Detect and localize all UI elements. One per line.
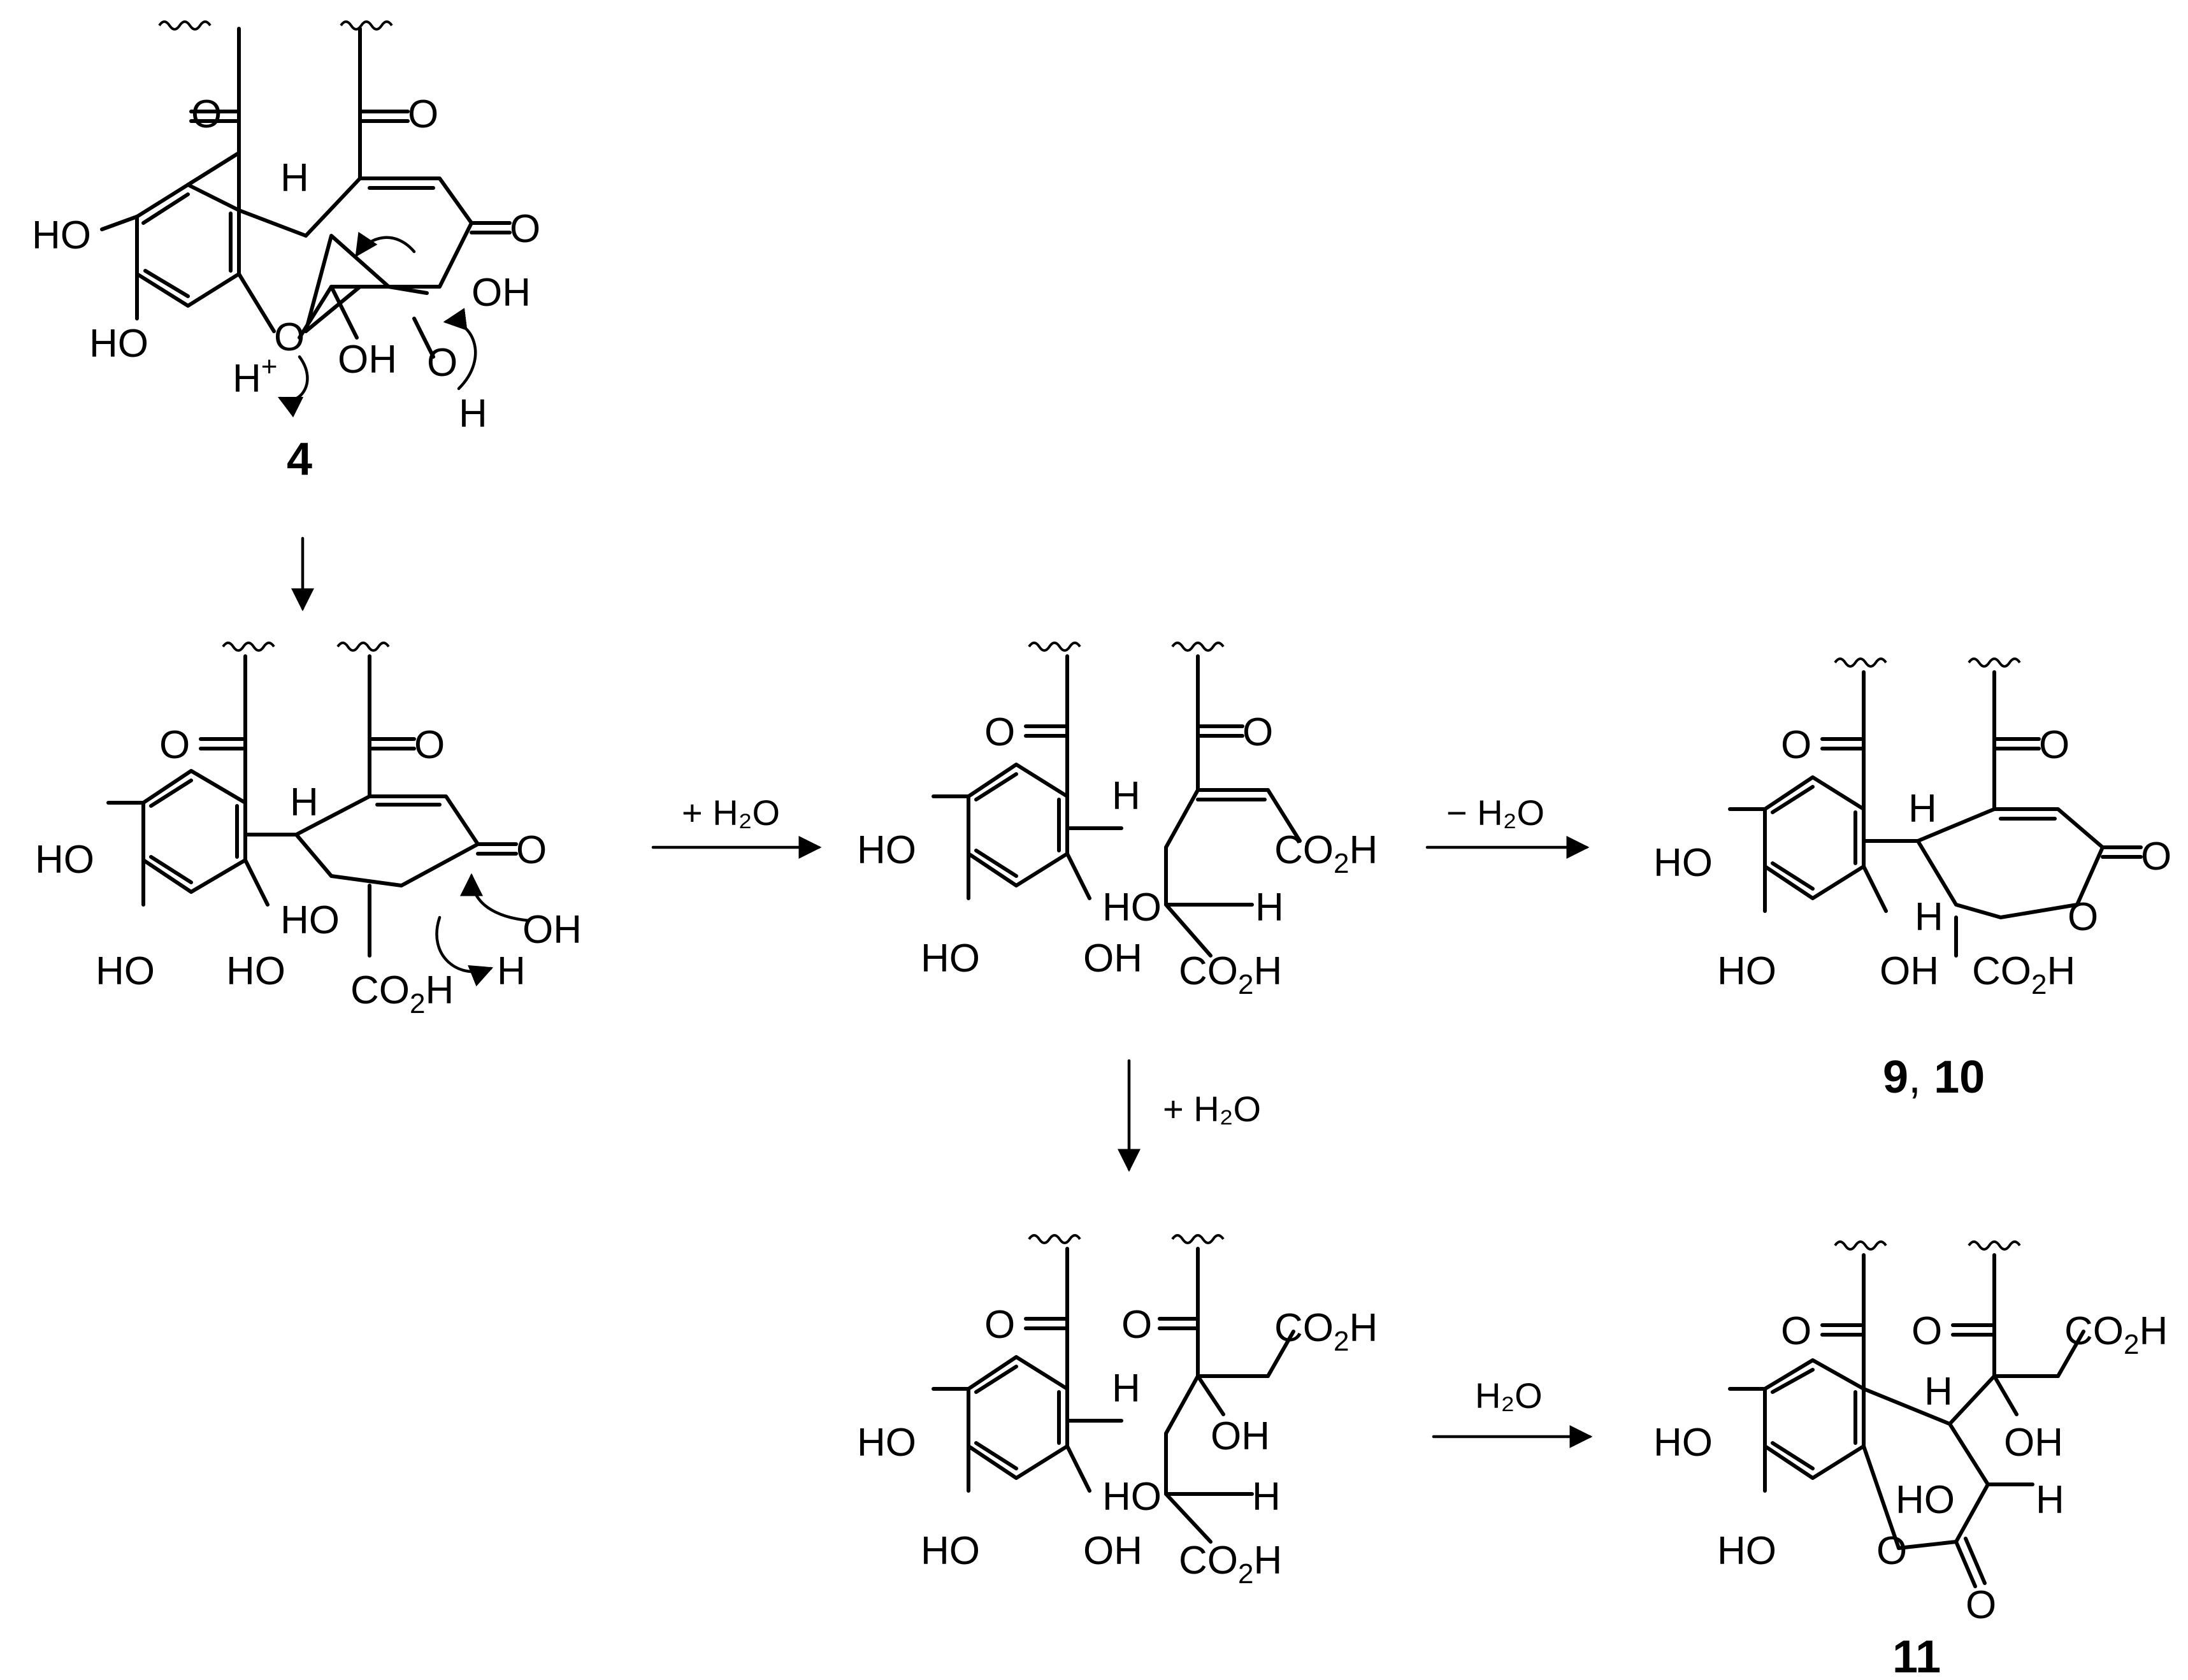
methine-h: H [1112,1367,1141,1411]
hydroxyl-label: OH [338,338,397,382]
lactone-carbonyl-oxygen: O [2141,835,2171,879]
compound-11-structure: O O H HO HO O O HO H OH CO2H [1653,1240,2168,1627]
intermediate-diacid-structure: O O H HO HO OH HO H CO2H CO2H [857,642,1378,1000]
hydroxyl-label: HO [1717,949,1776,993]
carboxylic-acid-label: CO2H [1274,828,1378,879]
water-hydrogen: H [459,392,487,436]
carbonyl-oxygen: O [984,710,1015,754]
hydroxyl-label: HO [1717,1529,1776,1573]
carbonyl-oxygen: O [408,92,438,136]
carbonyl-oxygen: O [414,723,445,767]
water-hydrogen: H [497,949,526,993]
hydroxyl-label: OH [1083,937,1142,980]
methine-h: H [1924,1370,1953,1414]
hydroxyl-label: OH [2004,1421,2063,1465]
ring-fusion-h: H [280,156,309,200]
carbonyl-oxygen: O [1781,1309,1811,1353]
carbonyl-oxygen: O [191,92,222,136]
carboxylic-acid-label: CO2H [1179,949,1282,1000]
methine-h: H [1112,774,1141,818]
hydroxyl-label: HO [35,838,94,882]
condition-remove-water: − H₂O [1446,793,1544,833]
ketone-oxygen: O [516,828,547,872]
hydroxyl-label: HO [32,213,91,257]
carbonyl-oxygen: O [984,1303,1015,1347]
hydroxyl-label: HO [857,1421,916,1465]
methine-h: H [1255,886,1284,930]
proton-label: H+ [233,351,277,401]
compound-label-11: 11 [1892,1632,1941,1680]
compound-label-9-10: 9, 10 [1883,1052,1985,1103]
hydroxyl-label: HO [226,949,285,993]
intermediate-cyclopentenone-structure: O O O H HO HO HO HO CO2H OH H [35,642,582,1019]
hydroxyl-label: HO [1102,886,1162,930]
hydroxyl-label: HO [1653,1421,1713,1465]
hydroxyl-label: OH [1880,949,1939,993]
condition-add-water: + H₂O [1163,1089,1261,1129]
water-oxygen: O [427,341,457,385]
hydroxyl-label: HO [96,949,155,993]
carbonyl-oxygen: O [1242,710,1273,754]
carboxylic-acid-label: CO2H [1972,949,2075,1000]
hydroxyl-label: HO [1653,841,1713,885]
carbonyl-oxygen: O [159,723,190,767]
hydroxyl-label: HO [280,898,340,942]
intermediate-triacid-structure: O O H HO HO OH HO H OH CO2H CO2H [857,1234,1378,1590]
carboxylic-acid-label: CO2H [1179,1539,1282,1590]
water-oh: OH [522,908,582,952]
hydroxyl-label: HO [921,1529,980,1573]
ketone-oxygen: O [510,207,540,251]
hydroxyl-label: OH [1083,1529,1142,1573]
condition-add-water: + H₂O [682,793,780,833]
hydroxyl-label: HO [89,322,148,366]
methine-h: H [1915,895,1943,939]
compound-9-10-structure: O O O O H H HO HO OH CO2H [1653,657,2171,1000]
carbonyl-oxygen: O [1911,1309,1942,1353]
hydroxyl-label: OH [471,271,531,315]
hydroxyl-label: HO [1102,1475,1162,1519]
lactone-carbonyl-oxygen: O [1966,1583,1996,1627]
lactone-ring-oxygen: O [2068,895,2098,939]
lactone-ring-oxygen: O [1876,1529,1907,1573]
hydroxyl-label: HO [857,828,916,872]
carbonyl-oxygen: O [1121,1303,1152,1347]
carboxylic-acid-label: CO2H [350,968,454,1019]
compound-4-structure: O O O H HO HO O OH OH O H H+ [32,20,540,436]
carboxylic-acid-label: CO2H [1274,1306,1378,1357]
hydroxyl-label: OH [1211,1414,1270,1458]
carbonyl-oxygen: O [2039,723,2069,767]
hydroxyl-label: HO [1896,1478,1955,1522]
methine-h: H [1252,1475,1281,1519]
carboxylic-acid-label: CO2H [2064,1309,2168,1360]
methine-h: H [2036,1478,2064,1522]
hydroxyl-label: HO [921,937,980,980]
condition-water: H₂O [1475,1375,1543,1416]
ether-oxygen: O [274,315,305,359]
carbonyl-oxygen: O [1781,723,1811,767]
methine-h: H [290,780,319,824]
compound-label-4: 4 [287,434,312,485]
methine-h: H [1908,787,1937,831]
